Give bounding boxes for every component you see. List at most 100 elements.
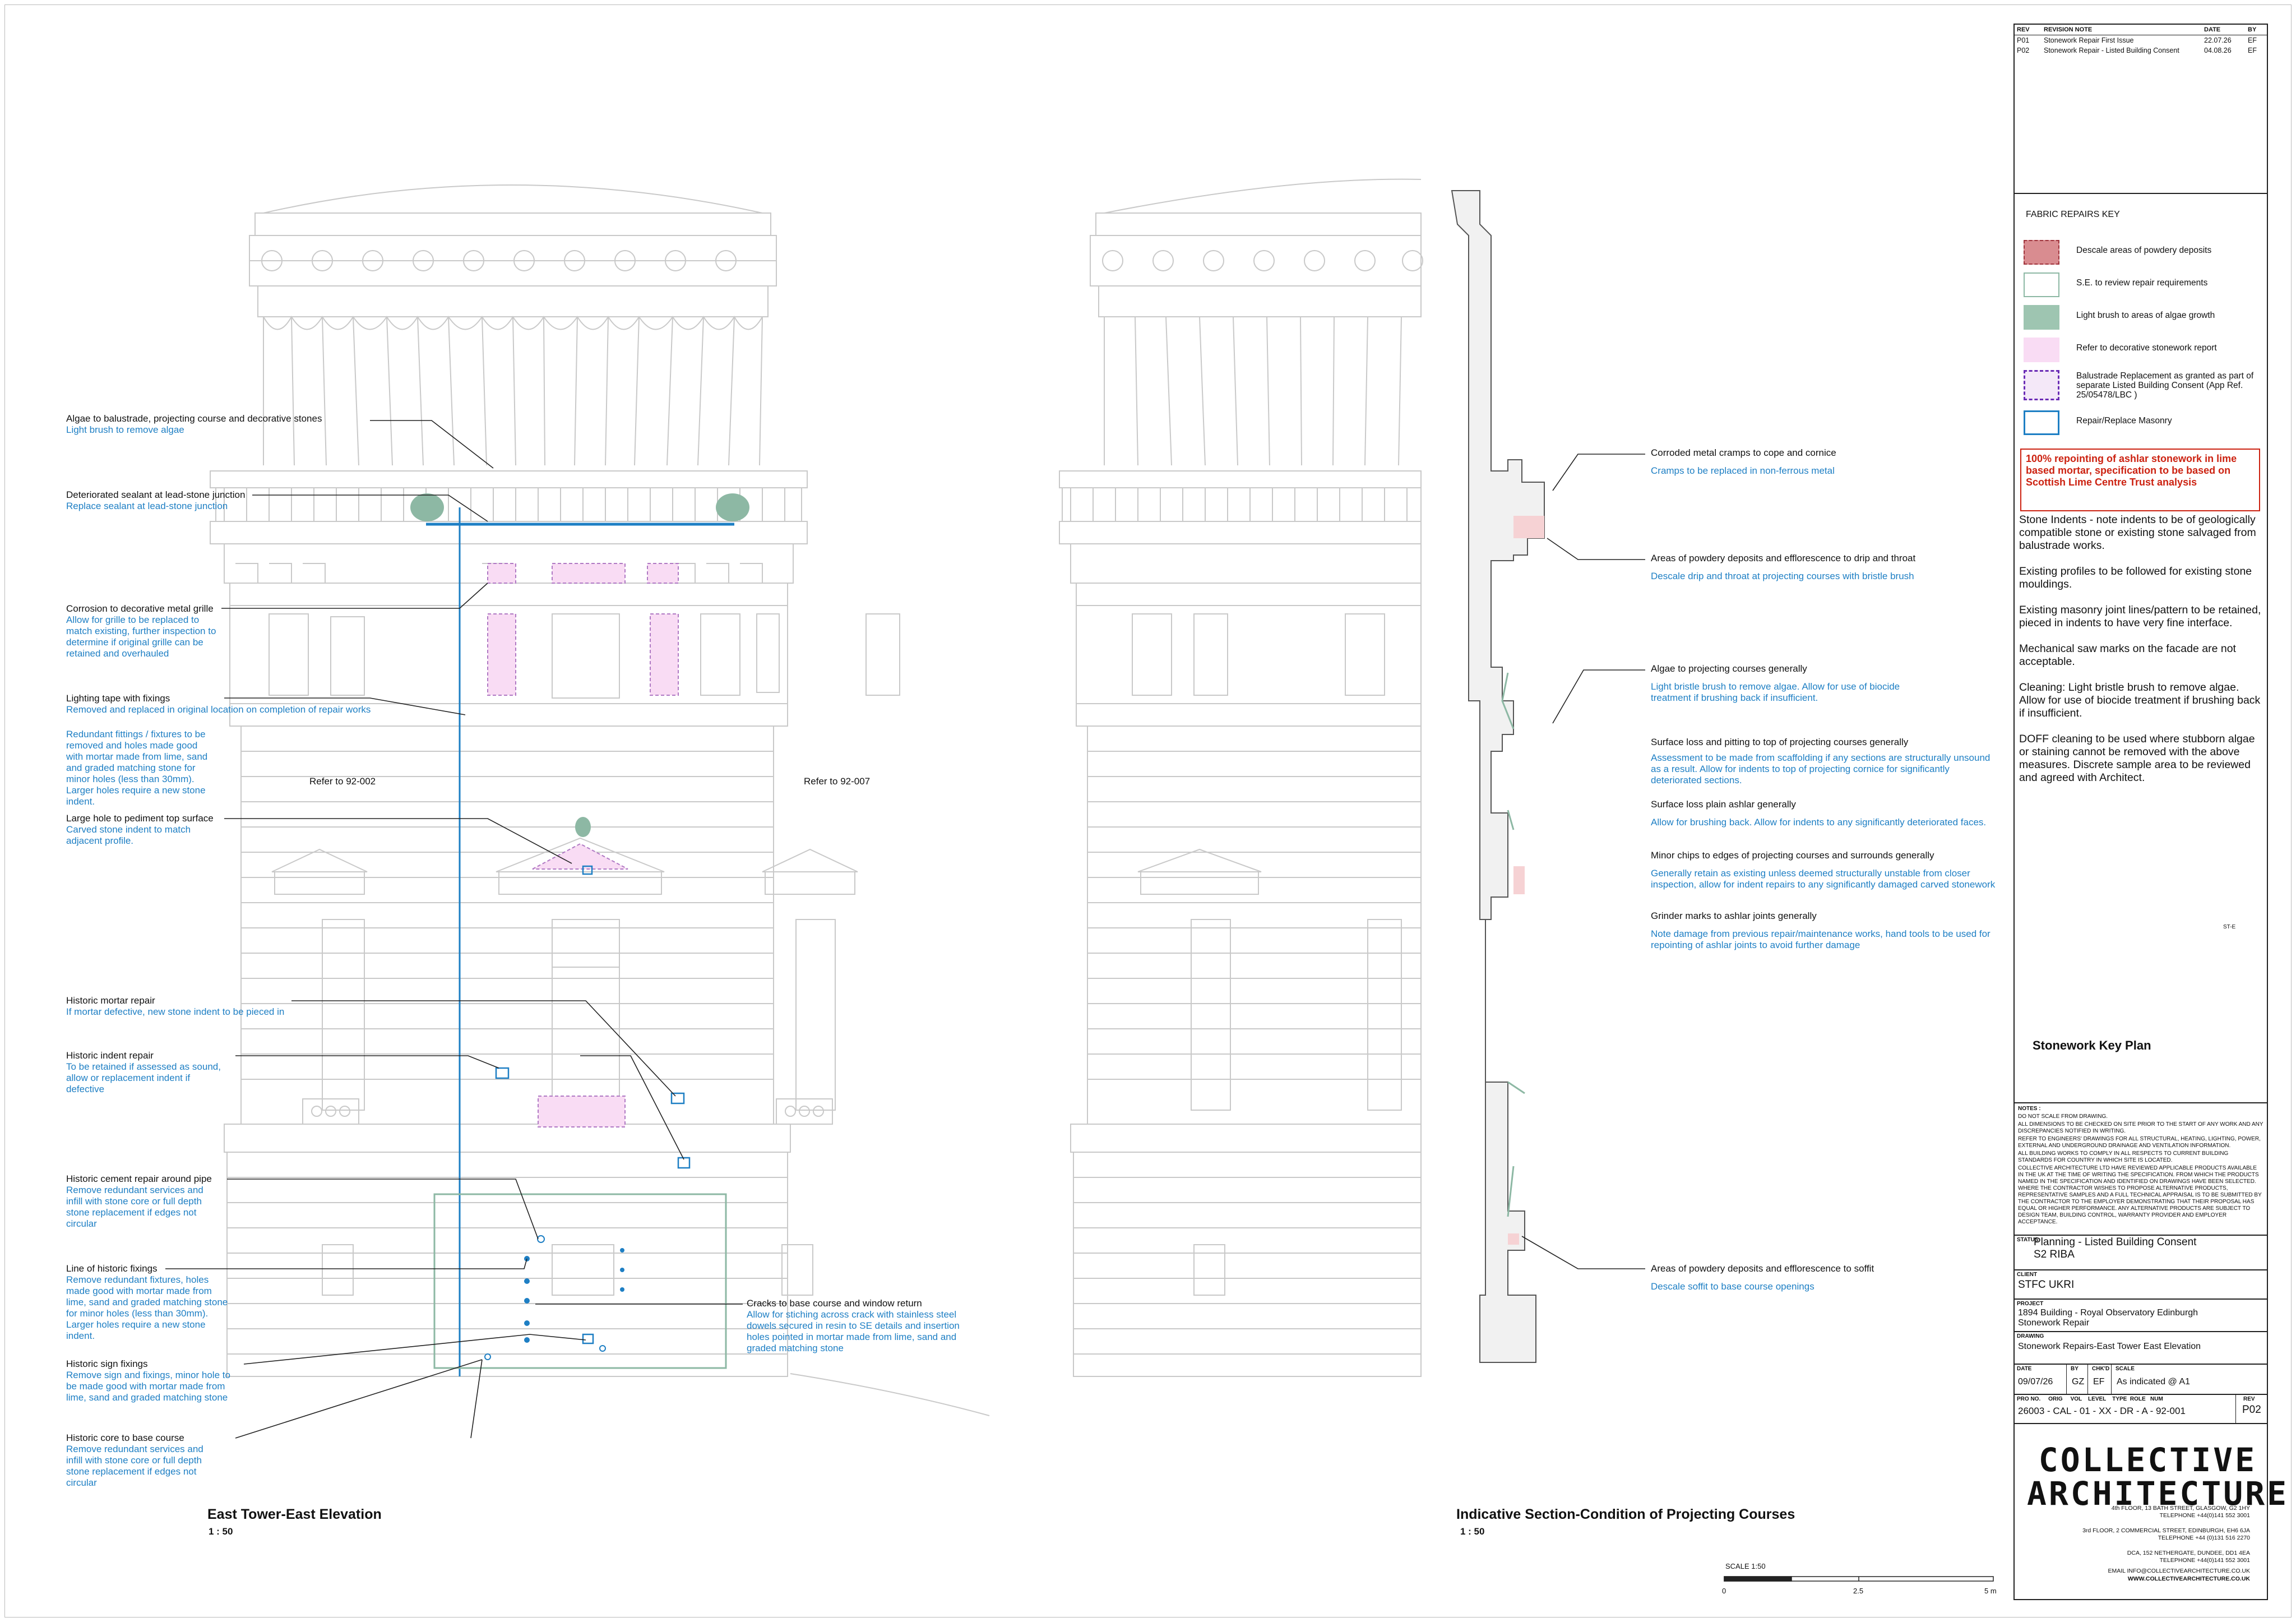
- annotation-desc: Descale soffit to base course openings: [1651, 1281, 1814, 1292]
- scalebar-tick-mid: 2.5: [1853, 1587, 1864, 1595]
- client-heading: CLIENT: [2017, 1272, 2038, 1278]
- section-annotation-powdery-soffit: Areas of powdery deposits and effloresce…: [1651, 1263, 1998, 1292]
- reference-block: PRO NO. ORIG VOL LEVEL TYPE ROLE NUM REV…: [2015, 1394, 2267, 1424]
- rev-cell: P02: [2017, 47, 2030, 54]
- project-block: PROJECT 1894 Building - Royal Observator…: [2015, 1298, 2267, 1328]
- annotation-title: Line of historic fixings: [66, 1263, 158, 1274]
- annotation-desc: Carved stone indent to match adjacent pr…: [66, 824, 191, 846]
- annotation-desc: Replace sealant at lead-stone junction: [66, 501, 228, 511]
- small-note: ALL BUILDING WORKS TO COMPLY IN ALL RESP…: [2018, 1150, 2229, 1163]
- annotation-desc: Generally retain as existing unless deem…: [1651, 868, 1996, 890]
- client-value: STFC UKRI: [2018, 1279, 2075, 1291]
- address-line: 4th FLOOR, 13 BATH STREET, GLASGOW, G2 1…: [2111, 1505, 2250, 1512]
- key-label: Descale areas of powdery deposits: [2076, 246, 2212, 255]
- annotation-redundant-fittings: Redundant fittings / fixtures to be remo…: [66, 729, 216, 807]
- annotation-title: Large hole to pediment top surface: [66, 813, 214, 824]
- cell-divider: [2066, 1365, 2067, 1395]
- key-label: Light brush to areas of algae growth: [2076, 311, 2215, 320]
- cell-divider: [2087, 1365, 2088, 1395]
- note-text: Mechanical saw marks on the facade are n…: [2019, 643, 2236, 668]
- status-value: S2 RIBA: [2034, 1249, 2075, 1260]
- annotation-title: Deteriorated sealant at lead-stone junct…: [66, 489, 246, 500]
- annotation-metal-grille: Corrosion to decorative metal grille All…: [66, 603, 222, 659]
- by-value: GZ: [2072, 1377, 2085, 1387]
- annotation-title: Surface loss and pitting to top of proje…: [1651, 737, 1909, 747]
- section-annotation-minor-chips: Minor chips to edges of projecting cours…: [1651, 850, 2010, 890]
- section-scale: 1 : 50: [1460, 1526, 1485, 1537]
- annotation-desc: Cramps to be replaced in non-ferrous met…: [1651, 465, 1835, 476]
- address-line: 3rd FLOOR, 2 COMMERCIAL STREET, EDINBURG…: [2082, 1527, 2250, 1534]
- annotation-historic-fixings: Line of historic fixings Remove redundan…: [66, 1263, 234, 1342]
- rev-cell: Stonework Repair First Issue: [2044, 36, 2134, 44]
- scale-heading: SCALE: [2116, 1366, 2135, 1372]
- key-item-balustrade: Balustrade Replacement as granted as par…: [2024, 370, 2259, 404]
- annotation-title: Historic mortar repair: [66, 995, 155, 1006]
- key-label: Balustrade Replacement as granted as par…: [2076, 371, 2254, 400]
- note-text: Cleaning: Light bristle brush to remove …: [2019, 681, 2261, 719]
- address-line: TELEPHONE +44(0)141 552 3001: [2159, 1557, 2250, 1564]
- annotation-desc: Light bristle brush to remove algae. All…: [1651, 681, 1900, 703]
- annotation-historic-mortar: Historic mortar repair If mortar defecti…: [66, 995, 324, 1018]
- annotation-title: Algae to projecting courses generally: [1651, 663, 1807, 674]
- key-plan-title: Stonework Key Plan: [2033, 1038, 2151, 1052]
- small-notes: NOTES : DO NOT SCALE FROM DRAWING. ALL D…: [2018, 1106, 2263, 1227]
- company-email[interactable]: EMAIL INFO@COLLECTIVEARCHITECTURE.CO.UK: [2108, 1568, 2250, 1574]
- table-row: P02 Stonework Repair - Listed Building C…: [2015, 45, 2267, 56]
- address-edinburgh: 3rd FLOOR, 2 COMMERCIAL STREET, EDINBURG…: [2020, 1527, 2250, 1542]
- annotation-title: Corrosion to decorative metal grille: [66, 603, 214, 614]
- ref-value: 26003 - CAL - 01 - XX - DR - A - 92-001: [2018, 1406, 2186, 1416]
- logo-line: ARCHITECTURE: [2027, 1475, 2289, 1513]
- drawing-block: DRAWING Stonework Repairs-East Tower Eas…: [2015, 1331, 2267, 1353]
- chkd-heading: CHK'D: [2092, 1366, 2110, 1372]
- status-value: Planning - Listed Building Consent: [2034, 1236, 2197, 1248]
- logo-line: COLLECTIVE: [2038, 1441, 2257, 1479]
- section-annotation-powdery-drip: Areas of powdery deposits and effloresce…: [1651, 553, 1998, 582]
- general-notes: Stone Indents - note indents to be of ge…: [2019, 514, 2263, 797]
- key-label: S.E. to review repair requirements: [2076, 278, 2208, 288]
- rev-header-date: DATE: [2202, 25, 2246, 35]
- annotation-desc: Remove redundant fixtures, holes made go…: [66, 1274, 228, 1341]
- annotation-title: Grinder marks to ashlar joints generally: [1651, 911, 1817, 921]
- section-annotation-algae: Algae to projecting courses generally Li…: [1651, 663, 1942, 704]
- rev-header-rev: REV: [2015, 25, 2042, 35]
- address-line: TELEPHONE +44 (0)131 516 2270: [2158, 1535, 2250, 1541]
- by-heading: BY: [2071, 1366, 2079, 1372]
- table-row: P01 Stonework Repair First Issue 22.07.2…: [2015, 35, 2267, 46]
- annotation-desc: Redundant fittings / fixtures to be remo…: [66, 729, 208, 807]
- date-block: DATE BY CHK'D SCALE 09/07/26 GZ EF As in…: [2015, 1364, 2267, 1395]
- note-text: Stone Indents - note indents to be of ge…: [2019, 514, 2256, 552]
- elevation-scale: 1 : 50: [209, 1526, 233, 1537]
- annotation-desc: If mortar defective, new stone indent to…: [66, 1006, 285, 1017]
- rev-cell: EF: [2248, 36, 2257, 44]
- address-line: TELEPHONE +44(0)141 552 3001: [2159, 1512, 2250, 1519]
- annotation-title: Algae to balustrade, projecting course a…: [66, 413, 322, 424]
- address-dundee: DCA, 152 NETHERGATE, DUNDEE, DD1 4EA TEL…: [2020, 1550, 2250, 1564]
- annotation-desc: Note damage from previous repair/mainten…: [1651, 928, 1991, 950]
- key-label: Refer to decorative stonework report: [2076, 343, 2217, 353]
- annotation-lighting-tape: Lighting tape with fixings Removed and r…: [66, 693, 391, 715]
- annotation-desc: Allow for stiching across crack with sta…: [747, 1309, 960, 1353]
- key-item-se-review: S.E. to review repair requirements: [2024, 272, 2259, 299]
- section-annotation-surface-loss-top: Surface loss and pitting to top of proje…: [1651, 737, 1998, 786]
- panel-divider: [2015, 193, 2267, 194]
- rev-cell: 22.07.26: [2204, 36, 2232, 44]
- panel-divider: [2015, 1102, 2267, 1103]
- annotation-desc: Removed and replaced in original locatio…: [66, 704, 371, 715]
- drawing-heading: DRAWING: [2017, 1333, 2044, 1339]
- small-note: COLLECTIVE ARCHITECTURE LTD HAVE REVIEWE…: [2018, 1165, 2262, 1225]
- ref-heading: PRO NO. ORIG VOL LEVEL TYPE ROLE NUM: [2017, 1396, 2163, 1402]
- cell-divider: [2235, 1395, 2236, 1423]
- date-heading: DATE: [2017, 1366, 2032, 1372]
- key-label: Repair/Replace Masonry: [2076, 416, 2172, 426]
- key-plan-mark: ST-E: [2223, 924, 2236, 930]
- refer-label-right: Refer to 92-007: [804, 776, 871, 787]
- key-swatch: [2024, 370, 2059, 400]
- annotation-title: Historic cement repair around pipe: [66, 1173, 212, 1184]
- revision-table: REV REVISION NOTE DATE BY P01 Stonework …: [2015, 25, 2267, 56]
- rev-header-note: REVISION NOTE: [2042, 25, 2202, 35]
- company-website[interactable]: WWW.COLLECTIVEARCHITECTURE.CO.UK: [2127, 1575, 2250, 1582]
- rev-cell: P01: [2017, 36, 2030, 44]
- key-swatch: [2024, 240, 2059, 265]
- client-block: CLIENT STFC UKRI: [2015, 1269, 2267, 1291]
- key-item-repair-masonry: Repair/Replace Masonry: [2024, 410, 2259, 437]
